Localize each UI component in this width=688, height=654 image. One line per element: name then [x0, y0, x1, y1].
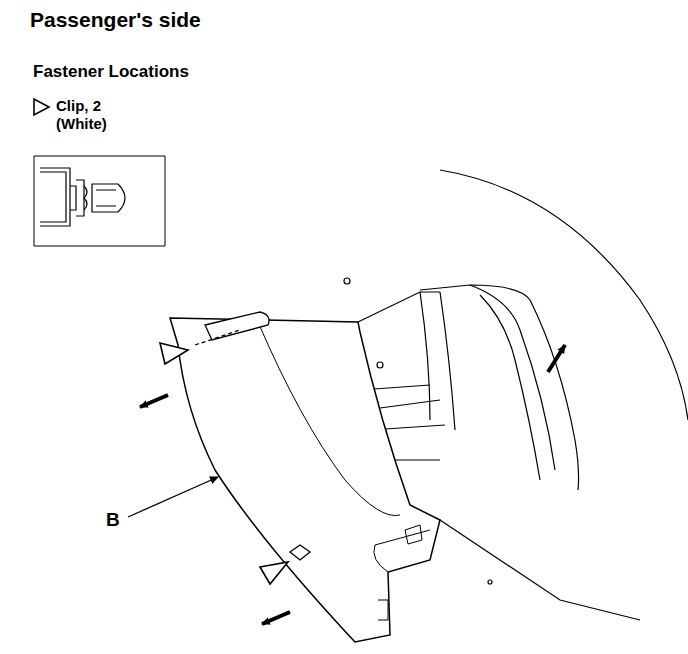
clip-marker	[160, 343, 288, 584]
clip-part	[195, 312, 310, 560]
clip-inset	[34, 156, 165, 246]
removal-arrow	[140, 345, 565, 624]
legend-text: Clip, 2 (White)	[56, 97, 122, 133]
part-label: B	[106, 509, 120, 531]
section-heading: Fastener Locations	[33, 62, 189, 82]
leader-line	[128, 477, 218, 517]
clip-symbol	[34, 99, 49, 115]
page-title: Passenger's side	[30, 8, 201, 32]
